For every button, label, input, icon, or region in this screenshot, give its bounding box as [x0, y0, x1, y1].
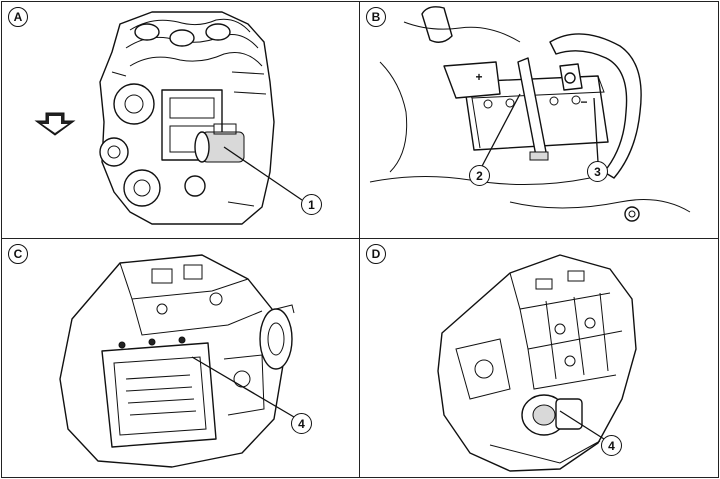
callout-2: 2 [469, 165, 490, 186]
panel-d-label: D [366, 244, 386, 264]
panel-b-battery: B + [359, 1, 719, 239]
callout-3: 3 [587, 161, 608, 182]
panel-a-label: A [8, 7, 28, 27]
callout-4-d: 4 [601, 435, 622, 456]
panel-b-label: B [366, 7, 386, 27]
panel-a-engine: A [1, 1, 360, 239]
panel-c-label: C [8, 244, 28, 264]
positive-mark: + [475, 70, 482, 84]
callout-4-c: 4 [291, 413, 312, 434]
transaxle-valve-illustration [437, 254, 637, 472]
panel-d-transaxle: D 4 [359, 238, 719, 478]
transaxle-pan-illustration [59, 254, 295, 468]
negative-mark: − [580, 95, 587, 109]
down-arrow-icon [34, 112, 76, 136]
battery-illustration: + − [369, 6, 691, 222]
engine-illustration [34, 11, 303, 225]
panel-c-transaxle: C [1, 238, 360, 478]
callout-1: 1 [301, 194, 322, 215]
